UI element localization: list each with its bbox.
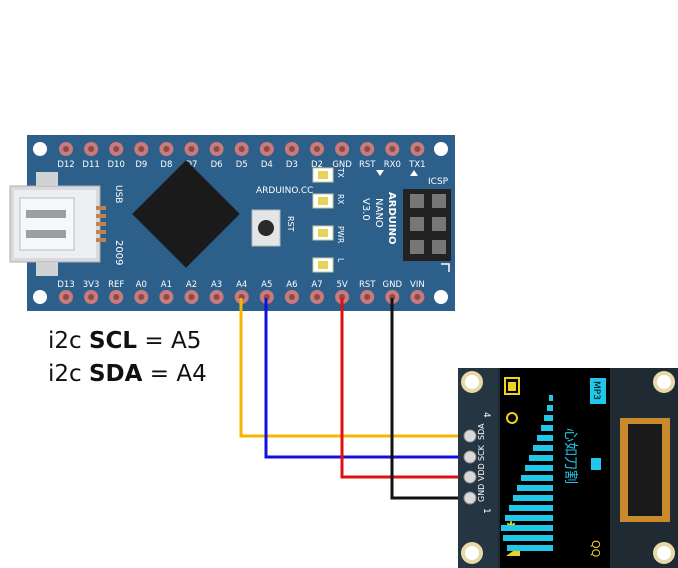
mounting-hole bbox=[33, 142, 47, 156]
caption-sda-name: SDA bbox=[88, 361, 143, 387]
mounting-hole bbox=[33, 290, 47, 304]
screen-bottom-label: QQ bbox=[589, 540, 602, 558]
battery-icon bbox=[504, 377, 520, 395]
caption-scl-name: SCL bbox=[88, 328, 138, 354]
oled-pin-label: GND bbox=[477, 484, 486, 502]
led-label: L bbox=[336, 258, 345, 263]
caption-sda: i2c SDA = A4 bbox=[48, 361, 207, 387]
oled-pin-label: SCK bbox=[477, 444, 486, 461]
oled-pin-label: SDA bbox=[477, 423, 486, 440]
oled-pin-label: VDD bbox=[477, 463, 486, 481]
top-pin-label: D5 bbox=[236, 160, 248, 170]
caption-scl: i2c SCL = A5 bbox=[48, 328, 201, 354]
top-pin-labels: D12 D11 D10 D9 D8 D7 D6 D5 D4 D3 D2 GND RST RX0 TX1 bbox=[57, 160, 425, 170]
top-pin-label: D12 bbox=[57, 160, 74, 170]
year-label: 2009 bbox=[113, 240, 124, 265]
wire-a5-sck bbox=[264, 298, 470, 459]
icsp-pin1-marker bbox=[441, 263, 450, 272]
top-pin-label: D8 bbox=[160, 160, 172, 170]
caption-scl-suffix: = A5 bbox=[137, 328, 202, 354]
bottom-pin-label: A6 bbox=[286, 280, 297, 290]
top-pin-label: D7 bbox=[186, 160, 198, 170]
mounting-hole bbox=[434, 290, 448, 304]
top-pin-label: D6 bbox=[211, 160, 223, 170]
oled-pin-last-number: 4 bbox=[481, 412, 491, 418]
spectrum-bars bbox=[501, 395, 553, 551]
wires bbox=[239, 298, 470, 500]
reset-button bbox=[251, 209, 281, 247]
mounting-hole bbox=[434, 142, 448, 156]
model-label: ARDUINO NANO V3.0 bbox=[360, 192, 397, 244]
top-pin-label: D10 bbox=[108, 160, 125, 170]
mp3-badge-label: MP3 bbox=[591, 381, 601, 400]
usb-connector bbox=[9, 172, 106, 276]
tx-arrow bbox=[376, 170, 384, 176]
bottom-pin-label: REF bbox=[108, 280, 124, 290]
bottom-pin-label: D13 bbox=[57, 280, 74, 290]
oled-pin-header bbox=[463, 429, 477, 505]
bottom-pin-label: A5 bbox=[261, 280, 272, 290]
caption-sda-suffix: = A4 bbox=[142, 361, 207, 387]
bottom-pin-label: A7 bbox=[311, 280, 322, 290]
oled-pin-first-number: 1 bbox=[481, 508, 491, 514]
bottom-pin-label: A1 bbox=[161, 280, 172, 290]
led-label: RX bbox=[336, 194, 345, 204]
brand-label: ARDUINO.CC bbox=[256, 186, 313, 196]
screen-song-title: 心如刀割 bbox=[562, 428, 579, 484]
top-pin-label: D9 bbox=[135, 160, 147, 170]
caption-scl-prefix: i2c bbox=[48, 328, 89, 354]
led-label: TX bbox=[336, 167, 345, 178]
bottom-pin-label: GND bbox=[383, 280, 403, 290]
model-line-2: NANO bbox=[373, 198, 384, 228]
top-pin-label: D4 bbox=[261, 160, 273, 170]
wire-5v-vdd bbox=[340, 298, 470, 479]
model-line-3: V3.0 bbox=[360, 198, 371, 221]
bottom-pin-label: A0 bbox=[136, 280, 147, 290]
bottom-pin-label: VIN bbox=[410, 280, 425, 290]
bottom-pin-label: A2 bbox=[186, 280, 197, 290]
reset-label: RST bbox=[286, 216, 295, 232]
oled-pin-labels: GND VDD SCK SDA bbox=[477, 423, 486, 502]
status-leds: TX RX PWR L bbox=[312, 167, 345, 273]
bottom-pin-label: A4 bbox=[236, 280, 247, 290]
icsp-label: ICSP bbox=[428, 177, 449, 187]
top-pin-label: D3 bbox=[286, 160, 298, 170]
top-pin-label: D11 bbox=[82, 160, 99, 170]
top-pin-label: GND bbox=[332, 160, 352, 170]
led-label: PWR bbox=[336, 226, 345, 243]
bottom-pin-label: A3 bbox=[211, 280, 222, 290]
bottom-pin-labels: D13 3V3 REF A0 A1 A2 A3 A4 A5 A6 A7 5V RST GND VIN bbox=[57, 280, 424, 290]
bottom-pin-label: 3V3 bbox=[83, 280, 100, 290]
wire-gnd-gnd bbox=[390, 298, 470, 500]
icsp-header bbox=[403, 189, 451, 261]
top-pin-label: RST bbox=[359, 160, 376, 170]
model-line-1: ARDUINO bbox=[386, 192, 397, 244]
top-pin-header bbox=[59, 142, 425, 156]
wire-a4-sda bbox=[239, 298, 470, 438]
rx-arrow bbox=[410, 170, 418, 176]
top-pin-label: D2 bbox=[311, 160, 323, 170]
pause-icon bbox=[591, 458, 601, 470]
microcontroller-chip bbox=[132, 160, 240, 268]
top-pin-label: RX0 bbox=[384, 160, 401, 170]
caption-sda-prefix: i2c bbox=[48, 361, 89, 387]
usb-label: USB bbox=[113, 185, 123, 203]
bottom-pin-label: 5V bbox=[336, 280, 347, 290]
mp3-badge bbox=[590, 378, 606, 404]
bottom-pin-label: RST bbox=[359, 280, 376, 290]
bottom-pin-header bbox=[59, 290, 425, 304]
top-pin-label: TX1 bbox=[408, 160, 425, 170]
alarm-icon bbox=[506, 412, 518, 424]
